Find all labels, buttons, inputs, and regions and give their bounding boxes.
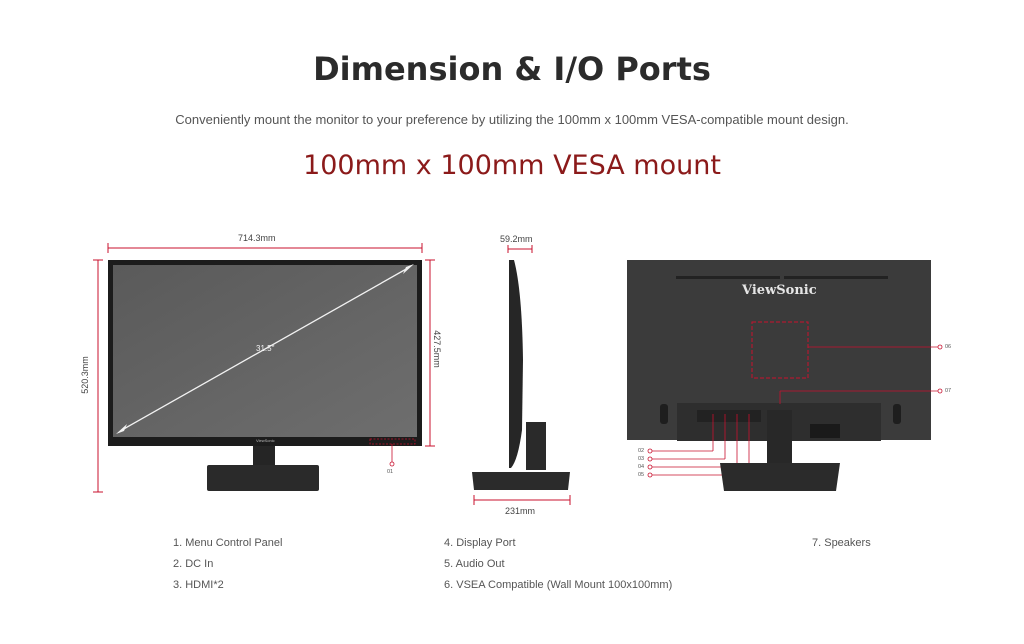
diagonal-label: 31.5" [256,344,275,353]
legend-item-hdmi: 3. HDMI*2 [173,579,224,591]
back-view [627,260,943,491]
legend-item-vesa: 6. VSEA Compatible (Wall Mount 100x100mm… [444,579,673,591]
depth-dimension-label: 59.2mm [500,234,533,244]
callout-02: 02 [638,448,645,454]
page-title: Dimension & I/O Ports [313,50,711,88]
width-dimension-label: 714.3mm [238,233,276,243]
side-view [472,245,571,505]
back-logo: ViewSonic [742,283,817,298]
callout-03: 03 [638,456,645,462]
base-dimension-label: 231mm [505,506,536,516]
page-subtitle: Conveniently mount the monitor to your p… [175,112,849,127]
vesa-heading: 100mm x 100mm VESA mount [303,150,721,181]
front-view [93,243,435,493]
legend-item-display-port: 4. Display Port [444,537,516,549]
legend-item-audio-out: 5. Audio Out [444,558,505,570]
callout-07: 07 [945,388,952,394]
panel-height-label: 427.5mm [431,330,442,368]
callout-01: 01 [387,469,394,475]
callout-04: 04 [638,464,645,470]
legend-item-dc-in: 2. DC In [173,558,214,570]
legend-item-speakers: 7. Speakers [812,537,871,549]
total-height-label: 520.3mm [79,356,90,394]
callout-05: 05 [638,472,645,478]
front-logo: ViewSonic [256,438,275,443]
legend-item-menu-control-panel: 1. Menu Control Panel [173,537,283,549]
callout-06: 06 [945,344,952,350]
